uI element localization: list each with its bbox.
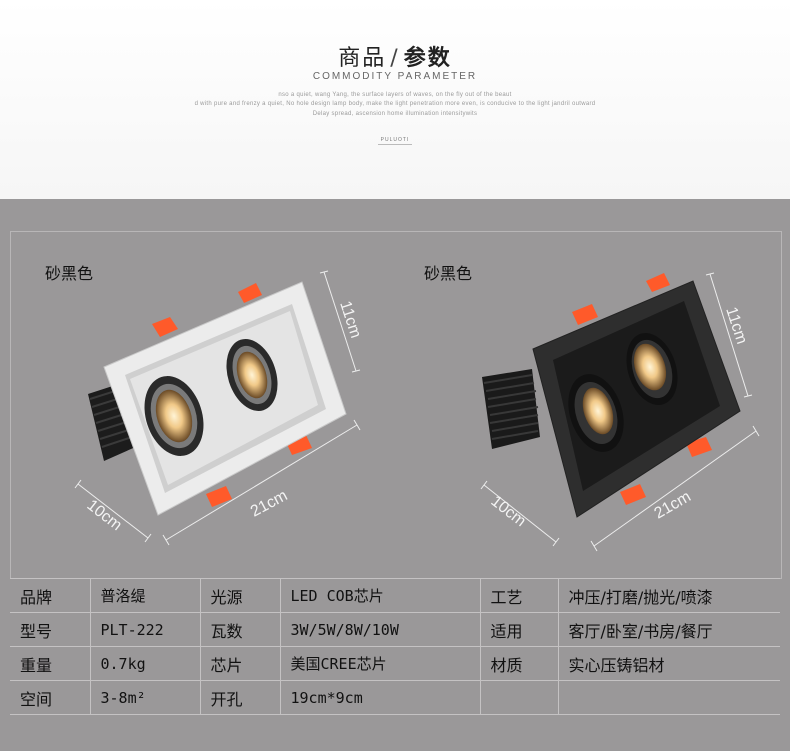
title-secondary: 参数	[403, 46, 452, 71]
spec-value: 19cm*9cm	[280, 680, 481, 715]
spec-value: 实心压铸铝材	[558, 646, 780, 681]
spec-value: 3-8m²	[90, 680, 201, 715]
spec-key: 光源	[200, 578, 281, 613]
spec-value	[558, 680, 780, 715]
spec-value: 客厅/卧室/书房/餐厅	[558, 612, 780, 647]
white-lamp: 11cm 21cm 10cm	[74, 270, 364, 546]
spec-value: 3W/5W/8W/10W	[280, 612, 481, 647]
white-lamp-height-label: 11cm	[336, 299, 364, 340]
black-lamp-dimension-lines	[480, 272, 760, 552]
page-subtitle: COMMODITY PARAMETER	[312, 71, 478, 82]
spec-key: 重量	[10, 646, 91, 681]
white-lamp-light-2	[226, 339, 278, 411]
spec-key: 工艺	[480, 578, 559, 613]
spec-key: 瓦数	[200, 612, 281, 647]
white-lamp-light-1	[144, 376, 204, 456]
spec-key: 空间	[10, 680, 91, 715]
header-section: 商品/参数 COMMODITY PARAMETER nso a quiet, w…	[0, 0, 790, 199]
description-line-1: nso a quiet, wang Yang, the surface laye…	[278, 92, 512, 98]
spec-value: LED COB芯片	[280, 578, 481, 613]
spec-key: 开孔	[200, 680, 281, 715]
product-label-white: 砂黑色	[45, 264, 94, 283]
spec-value: 美国CREE芯片	[280, 646, 481, 681]
black-lamp-clip-1	[572, 304, 598, 325]
black-lamp: 11cm 21cm 10cm	[480, 272, 760, 552]
black-lamp-length-label: 21cm	[652, 488, 694, 522]
white-lamp-clip-4	[206, 486, 232, 507]
spec-value: 0.7kg	[90, 646, 201, 681]
white-lamp-dimension-lines	[74, 270, 361, 546]
brand-tag-underline	[378, 144, 412, 145]
white-lamp-depth-label: 10cm	[84, 497, 125, 534]
spec-key: 品牌	[10, 578, 91, 613]
spec-key: 适用	[480, 612, 559, 647]
spec-value: PLT-222	[90, 612, 201, 647]
black-lamp-clip-2	[646, 273, 670, 292]
white-lamp-clip-1	[152, 317, 178, 337]
black-lamp-depth-label: 10cm	[488, 493, 529, 530]
white-lamp-length-label: 21cm	[248, 487, 291, 520]
spec-value: 普洛缇	[90, 578, 201, 613]
description-line-3: Delay spread, ascension home illuminatio…	[312, 111, 478, 117]
product-illustrations: 11cm 21cm 10cm	[74, 270, 760, 552]
spec-key: 芯片	[200, 646, 281, 681]
title-separator: /	[390, 46, 400, 71]
spec-key: 材质	[480, 646, 559, 681]
title-primary: 商品	[338, 46, 387, 71]
white-lamp-clip-2	[238, 283, 262, 303]
description-line-2: d with pure and frenzy a quiet, No hole …	[194, 101, 596, 107]
black-lamp-light-2	[626, 333, 678, 405]
black-lamp-heatsink	[482, 369, 540, 449]
spec-value: 冲压/打磨/抛光/喷漆	[558, 578, 780, 613]
black-lamp-clip-4	[620, 484, 646, 505]
black-lamp-light-1	[568, 374, 624, 452]
page-title: 商品/参数	[0, 40, 790, 72]
product-label-black: 砂黑色	[424, 264, 473, 283]
spec-key	[480, 680, 559, 715]
brand-tag: PULUOTI	[380, 137, 410, 143]
spec-key: 型号	[10, 612, 91, 647]
